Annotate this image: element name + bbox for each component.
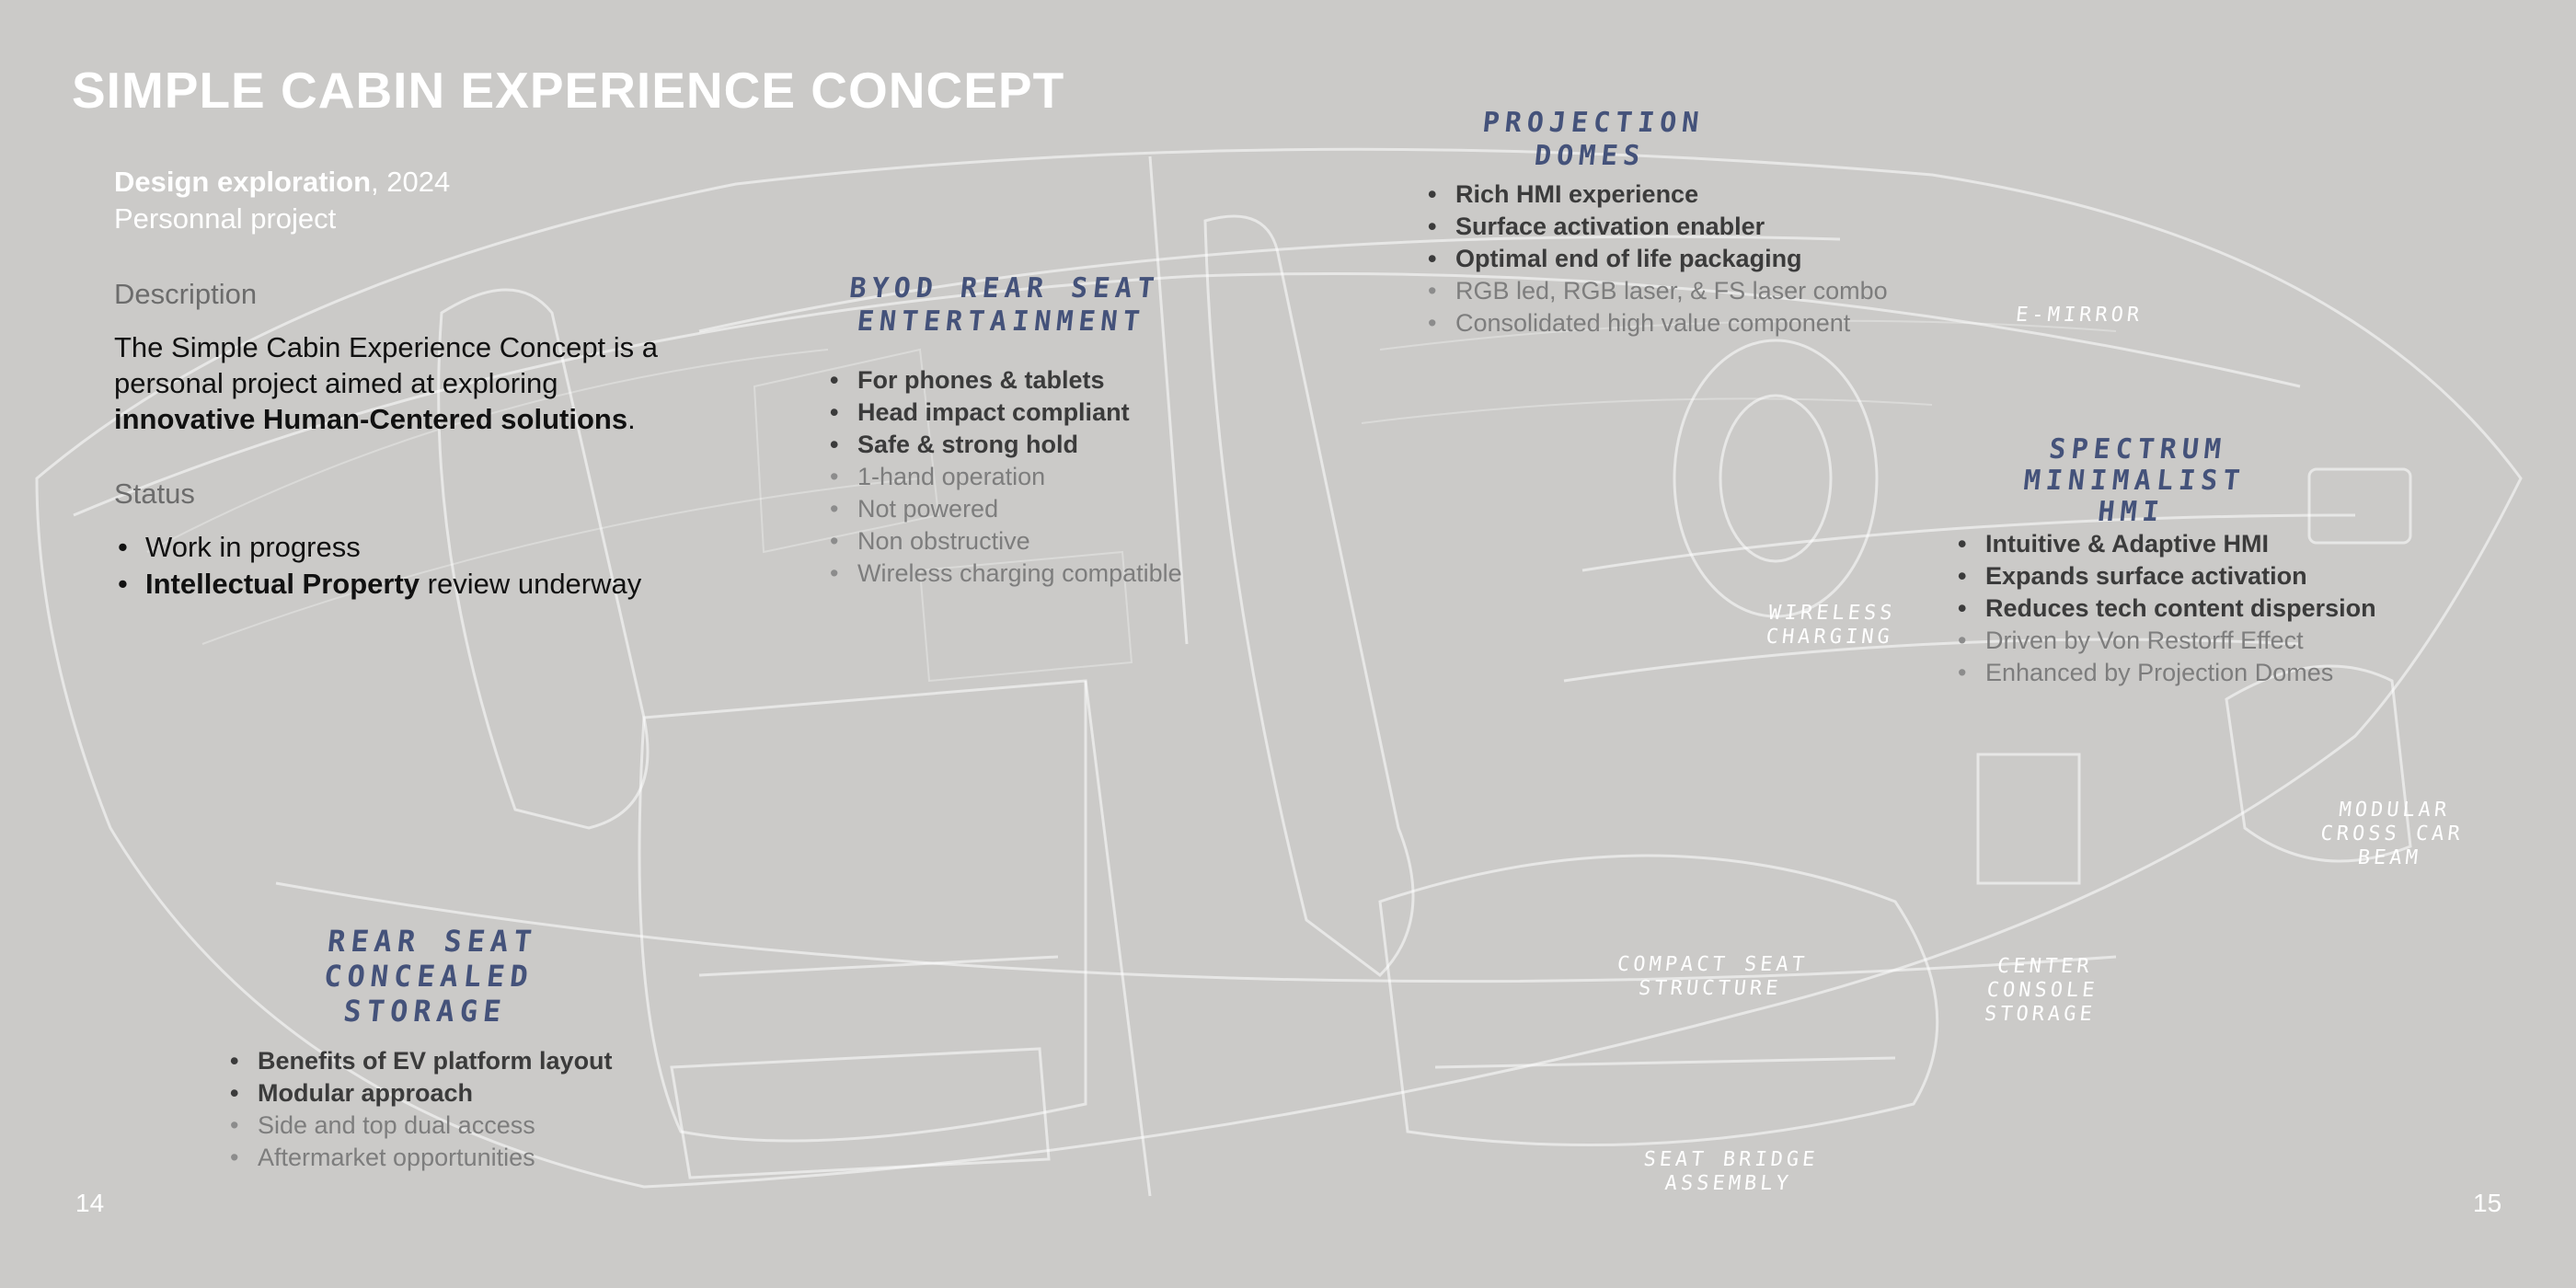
compact-seat-structure-label-line: Structure <box>1637 977 1783 1000</box>
list-item: Modular approach <box>226 1077 613 1110</box>
cross-car-beam-label: Modular Cross Car Beam <box>2278 799 2506 870</box>
description-end: . <box>627 403 636 435</box>
list-item: Benefits of EV platform layout <box>226 1045 613 1077</box>
list-item: For phones & tablets <box>826 364 1182 397</box>
projection-domes-heading: Projection Domes <box>1432 107 1752 173</box>
center-console-storage-label-line: Storage <box>1983 1003 2097 1026</box>
status-item-bold: Intellectual Property <box>145 568 420 600</box>
description-body: The Simple Cabin Experience Concept is a… <box>114 331 659 399</box>
center-console-storage-label: Center Console Storage <box>1947 955 2138 1027</box>
seat-bridge-assembly-label: Seat Bridge Assembly <box>1598 1148 1860 1196</box>
projection-domes-heading-line: Projection <box>1480 107 1707 139</box>
status-item-rest: review underway <box>420 568 642 600</box>
project-meta: Design exploration, 2024 Personnal proje… <box>114 164 450 237</box>
projection-domes-heading-line: Domes <box>1533 140 1648 172</box>
description-bold: innovative Human-Centered solutions <box>114 403 628 435</box>
list-item: Head impact compliant <box>826 397 1182 429</box>
byod-list: For phones & tablets Head impact complia… <box>826 364 1182 590</box>
emirror-label: E-Mirror <box>2014 304 2145 327</box>
spectrum-heading-line: HMI <box>2096 496 2167 528</box>
project-type: Design exploration <box>114 166 372 198</box>
page-number-left: 14 <box>75 1189 105 1217</box>
list-item: 1-hand operation <box>826 461 1182 493</box>
seat-bridge-assembly-label-line: Seat Bridge <box>1642 1148 1820 1171</box>
center-console-storage-label-line: Center <box>1995 955 2094 978</box>
list-item: Aftermarket opportunities <box>226 1142 613 1174</box>
list-item: Intuitive & Adaptive HMI <box>1954 528 2376 560</box>
cross-car-beam-label-line: Cross Car <box>2319 822 2465 845</box>
center-console-storage-label-line: Console <box>1985 979 2099 1002</box>
project-subtitle: Personnal project <box>114 202 337 235</box>
list-item: Surface activation enabler <box>1424 211 1888 243</box>
cross-car-beam-label-line: Beam <box>2356 846 2423 869</box>
byod-heading-line: Entertainment <box>855 305 1147 338</box>
compact-seat-structure-label-line: Compact Seat <box>1616 953 1810 976</box>
byod-heading: BYOD Rear Seat Entertainment <box>778 272 1227 339</box>
list-item: Optimal end of life packaging <box>1424 243 1888 275</box>
rear-storage-heading-line: Rear Seat <box>326 924 539 959</box>
list-item: Non obstructive <box>826 525 1182 558</box>
list-item: Consolidated high value component <box>1424 307 1888 339</box>
cross-car-beam-label-line: Modular <box>2338 799 2452 822</box>
rear-storage-list: Benefits of EV platform layout Modular a… <box>226 1045 613 1174</box>
project-type-line: Design exploration, 2024 <box>114 164 450 201</box>
list-item: Reduces tech content dispersion <box>1954 592 2376 625</box>
project-year: , 2024 <box>371 166 451 198</box>
spectrum-heading-line: Spectrum <box>2047 433 2228 466</box>
description-label: Description <box>114 278 258 310</box>
rear-storage-heading-line: Concealed <box>322 959 535 994</box>
wireless-charging-label-line: Charging <box>1765 626 1894 649</box>
rear-storage-heading-line: Storage <box>341 994 509 1029</box>
page-title: SIMPLE CABIN EXPERIENCE CONCEPT <box>72 62 1065 119</box>
list-item: Enhanced by Projection Domes <box>1954 657 2376 689</box>
spectrum-heading: Spectrum Minimalist HMI <box>1964 433 2306 528</box>
byod-heading-line: BYOD Rear Seat <box>847 272 1162 305</box>
list-item: Driven by Von Restorff Effect <box>1954 625 2376 657</box>
list-item: Side and top dual access <box>226 1110 613 1142</box>
page-number-right: 15 <box>2473 1189 2502 1217</box>
status-list: Work in progress Intellectual Property r… <box>114 529 641 603</box>
list-item: Wireless charging compatible <box>826 558 1182 590</box>
list-item: Not powered <box>826 493 1182 525</box>
spectrum-list: Intuitive & Adaptive HMI Expands surface… <box>1954 528 2376 689</box>
list-item: Safe & strong hold <box>826 429 1182 461</box>
wireless-charging-label: Wireless Charging <box>1736 602 1925 650</box>
status-item: Intellectual Property review underway <box>114 566 641 603</box>
list-item: Rich HMI experience <box>1424 178 1888 211</box>
status-item: Work in progress <box>114 529 641 566</box>
list-item: RGB led, RGB laser, & FS laser combo <box>1424 275 1888 307</box>
status-label: Status <box>114 477 195 510</box>
rear-storage-heading: Rear Seat Concealed Storage <box>230 924 627 1029</box>
list-item: Expands surface activation <box>1954 560 2376 592</box>
seat-bridge-assembly-label-line: Assembly <box>1663 1172 1793 1195</box>
wireless-charging-label-line: Wireless <box>1767 602 1897 625</box>
projection-domes-list: Rich HMI experience Surface activation e… <box>1424 178 1888 339</box>
spectrum-heading-line: Minimalist <box>2021 465 2248 497</box>
compact-seat-structure-label: Compact Seat Structure <box>1561 953 1860 1001</box>
description-text: The Simple Cabin Experience Concept is a… <box>114 329 703 437</box>
